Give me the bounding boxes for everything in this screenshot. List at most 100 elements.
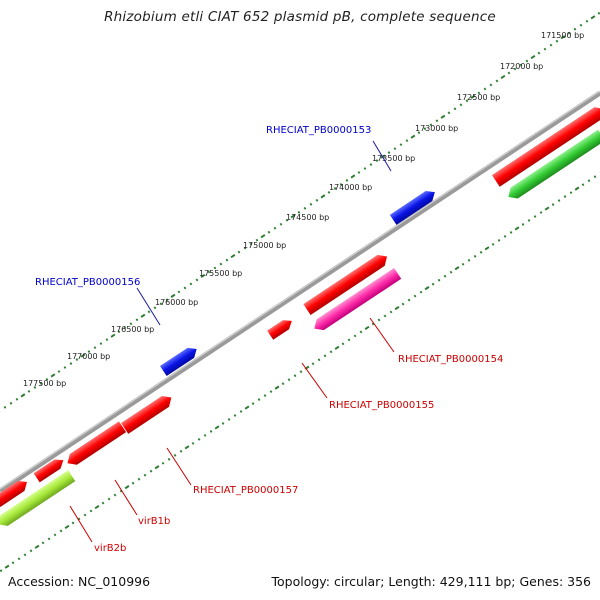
accession-text: Accession: NC_010996 [8, 574, 151, 589]
tick-mark [491, 242, 495, 246]
feature-virb1b[interactable] [33, 456, 67, 483]
tick-mark [50, 373, 56, 378]
tick-mark [435, 119, 439, 123]
tick-mark [359, 330, 363, 334]
tick-mark [334, 345, 340, 350]
tick-mark [281, 382, 285, 386]
tick-mark [184, 445, 190, 450]
feature-pb156[interactable] [160, 344, 200, 377]
tick-mark [341, 342, 345, 346]
tick-mark [203, 433, 207, 437]
scale-label: 171500 bp [541, 31, 584, 40]
tick-mark [363, 167, 367, 170]
map-title: Rhizobium etli CIAT 652 plasmid pB, comp… [104, 9, 496, 25]
tick-mark [514, 226, 520, 231]
tick-mark [375, 159, 379, 162]
tick-mark [200, 273, 206, 279]
feature-red-left[interactable] [0, 477, 30, 507]
tick-mark [23, 553, 27, 557]
tick-mark [309, 202, 313, 206]
label-virb1b[interactable]: virB1b [138, 516, 170, 527]
tick-mark [297, 210, 301, 214]
tick-mark [389, 310, 393, 314]
tick-mark [364, 325, 370, 331]
label-pb157[interactable]: RHECIAT_PB0000157 [193, 485, 298, 496]
tick-mark [179, 449, 183, 453]
label-pb154[interactable]: RHECIAT_PB0000154 [398, 354, 503, 365]
tick-mark [207, 270, 211, 274]
tick-mark [59, 529, 63, 533]
callout-virb1b [114, 479, 138, 516]
scale-label: 175500 bp [199, 269, 242, 278]
tick-mark [393, 147, 397, 151]
tick-mark [63, 366, 67, 369]
tick-mark [467, 258, 471, 262]
tick-mark [93, 346, 97, 350]
tick-mark [290, 214, 296, 219]
feature-pb155[interactable] [303, 251, 390, 315]
tick-mark [597, 11, 600, 15]
scale-label: 176000 bp [155, 298, 198, 307]
scale-label: 175000 bp [243, 241, 286, 250]
tick-mark [459, 103, 463, 107]
tick-mark [419, 290, 423, 294]
tick-mark [513, 67, 517, 71]
tick-mark [83, 513, 87, 517]
tick-mark [154, 465, 160, 470]
label-virb2b[interactable]: virB2b [94, 543, 126, 554]
tick-mark [410, 134, 416, 139]
tick-mark [293, 374, 297, 378]
tick-mark [124, 485, 130, 490]
feature-pb153[interactable] [389, 187, 438, 225]
tick-mark [417, 131, 421, 135]
tick-mark [495, 79, 499, 83]
plasmid-backbone-highlight [0, 90, 600, 490]
tick-mark [94, 504, 100, 510]
tick-mark [147, 310, 151, 314]
tick-mark [437, 278, 441, 282]
tick-mark [221, 422, 225, 425]
feature-green[interactable] [505, 129, 600, 203]
tick-mark [525, 59, 529, 63]
tick-mark [551, 203, 555, 206]
feature-red-upper[interactable] [491, 103, 600, 187]
tick-mark [320, 194, 326, 199]
tick-mark [273, 226, 277, 230]
tick-mark [225, 258, 229, 262]
tick-mark [123, 326, 127, 330]
tick-mark [53, 533, 57, 537]
feature-red-small[interactable] [267, 316, 295, 340]
feature-track [0, 103, 600, 529]
tick-mark [484, 246, 490, 251]
tick-mark [33, 385, 37, 389]
tick-mark [159, 302, 163, 306]
tick-mark [20, 393, 26, 398]
feature-virb2b[interactable] [0, 470, 76, 529]
tick-mark [353, 334, 357, 338]
tick-mark [255, 238, 259, 242]
tick-mark [454, 266, 460, 271]
tick-mark [369, 163, 373, 166]
tick-mark [500, 74, 506, 80]
tick-mark [440, 114, 446, 119]
tick-mark [311, 362, 315, 366]
tick-mark [333, 186, 337, 190]
tick-mark [170, 293, 176, 298]
label-pb153[interactable]: RHECIAT_PB0000153 [266, 125, 371, 136]
tick-mark [549, 43, 553, 47]
tick-mark [380, 154, 386, 159]
feature-pb157[interactable] [121, 392, 175, 434]
tick-mark [140, 313, 146, 318]
tick-mark [233, 414, 237, 417]
feature-pb154[interactable] [311, 267, 402, 334]
label-pb155[interactable]: RHECIAT_PB0000155 [329, 400, 434, 411]
scale-label: 172000 bp [500, 62, 543, 71]
feature-red-mid[interactable] [64, 421, 127, 468]
label-pb156[interactable]: RHECIAT_PB0000156 [35, 277, 140, 288]
tick-mark [107, 497, 111, 501]
tick-mark [560, 35, 566, 40]
tick-mark [585, 19, 589, 23]
tick-mark [557, 199, 561, 202]
